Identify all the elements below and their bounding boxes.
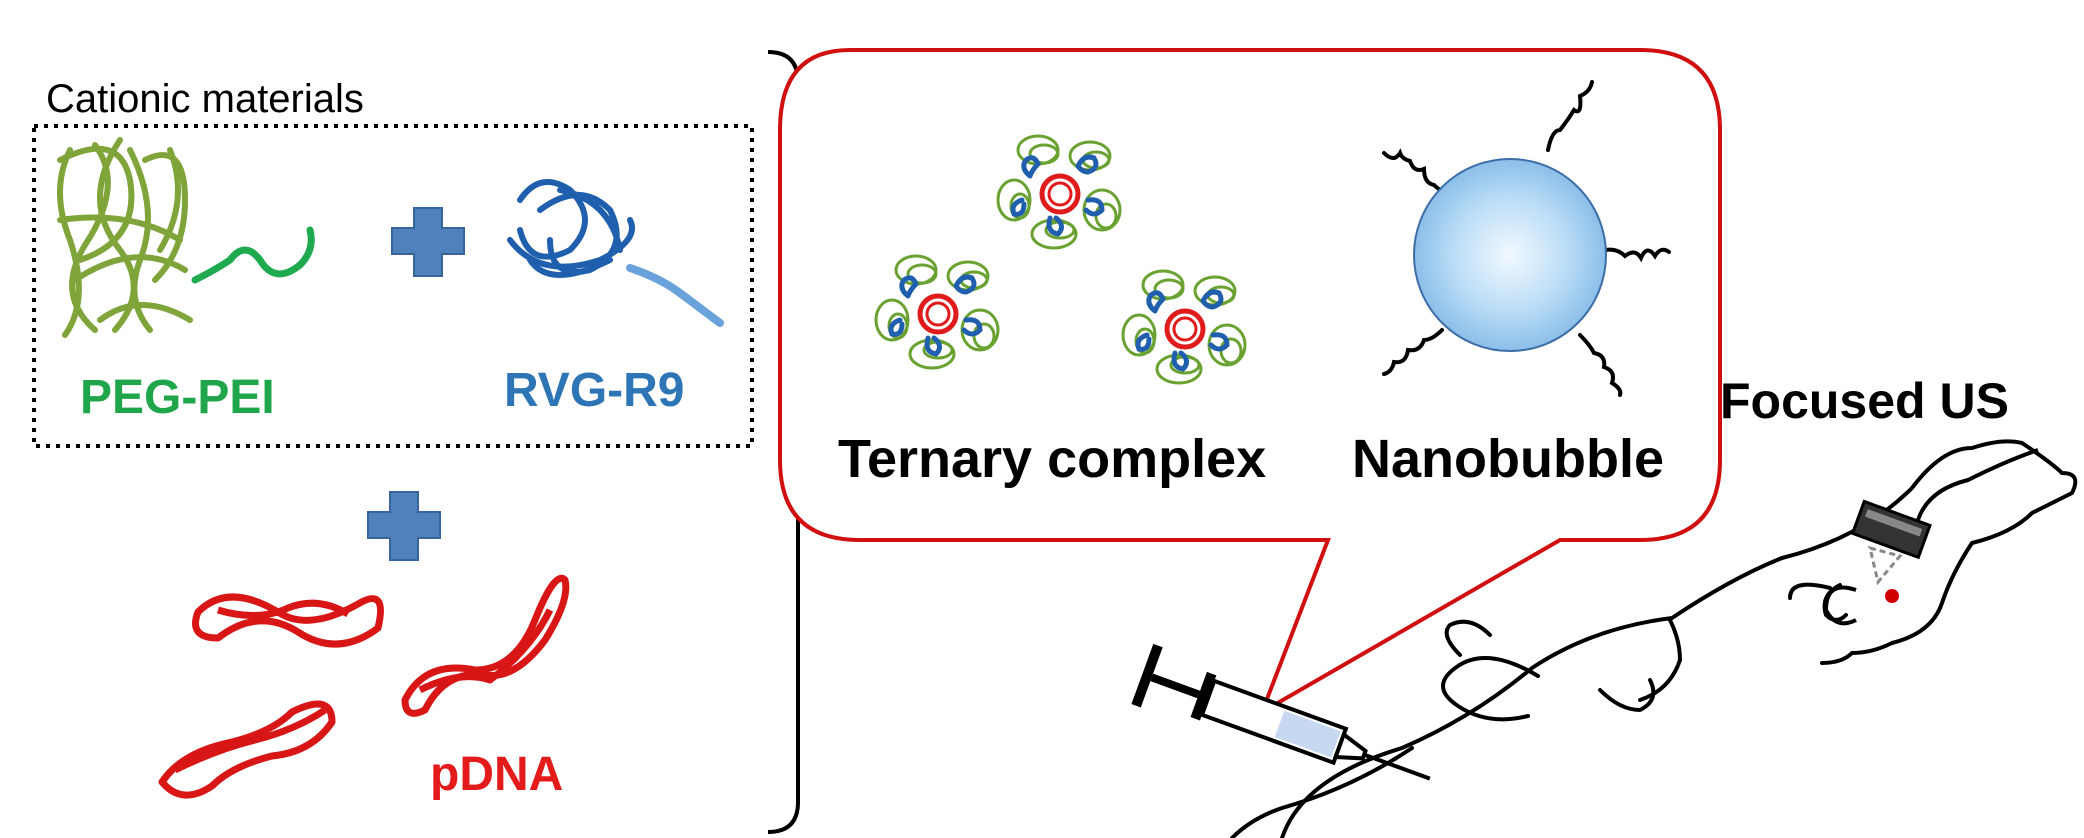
callout-box	[778, 48, 1722, 717]
mouse-ear	[1823, 585, 1857, 626]
mouse-eye	[1885, 589, 1899, 603]
peg-tail	[191, 226, 315, 284]
cationic-materials-label: Cationic materials	[46, 77, 364, 121]
pdna-strands	[158, 574, 570, 799]
focused-us-label: Focused US	[1720, 373, 2009, 429]
pdna-strand-3	[158, 700, 336, 799]
ternary-complex-label: Ternary complex	[838, 429, 1266, 489]
nanobubble	[1382, 80, 1671, 397]
pdna-label: pDNA	[430, 748, 563, 801]
rvg-r9-structure	[507, 179, 635, 278]
nanobubble-label: Nanobubble	[1352, 429, 1664, 489]
mouse-icon	[1230, 439, 2078, 838]
syringe-icon	[1131, 643, 1431, 781]
rvg-r9-label: RVG-R9	[504, 364, 685, 417]
plus-icon	[391, 207, 465, 277]
pdna-strand-2	[401, 574, 570, 717]
r9-tail	[626, 264, 724, 327]
peg-pei-label: PEG-PEI	[80, 371, 275, 424]
plus-icon-2	[367, 491, 441, 561]
pdna-strand-1	[192, 593, 384, 648]
transducer-icon	[1850, 448, 2039, 586]
peg-pei-structure	[57, 137, 193, 338]
